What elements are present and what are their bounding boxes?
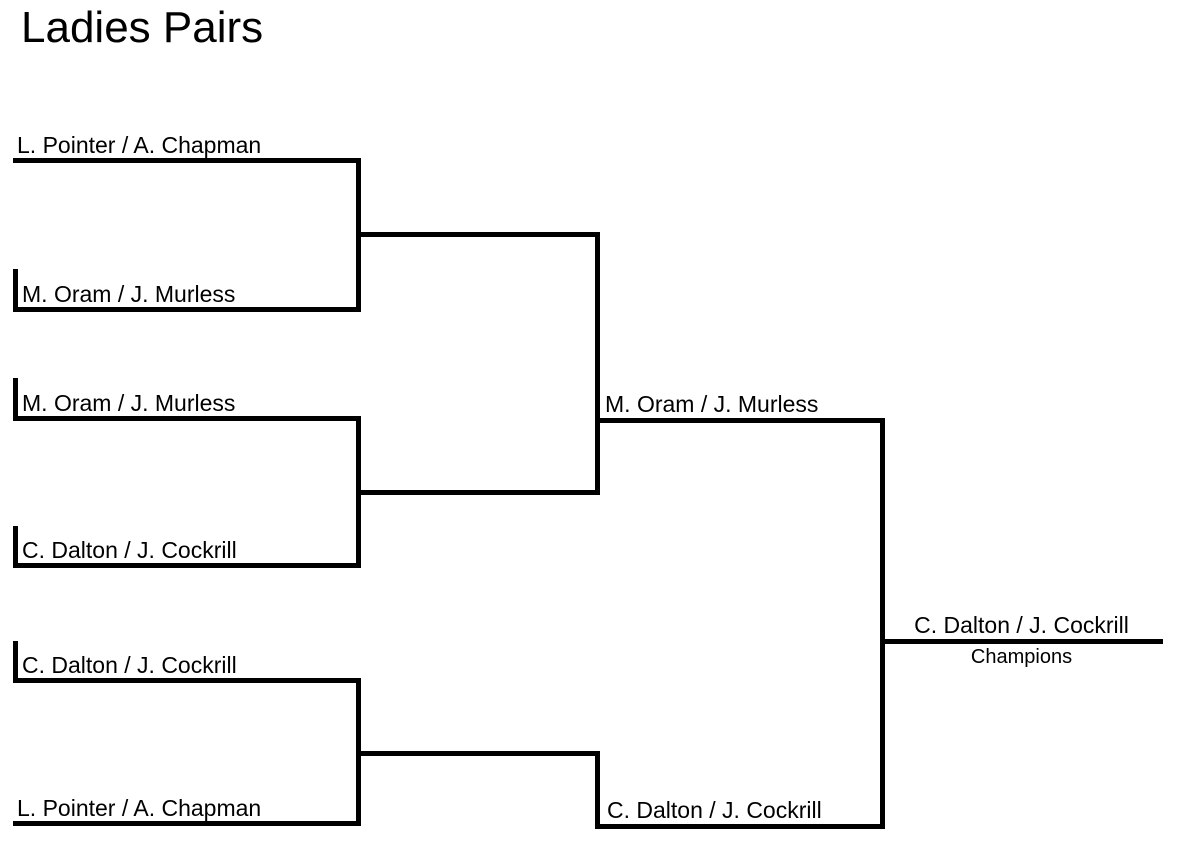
match2-team2-line (13, 563, 361, 568)
semifinal-bottom-winner-line (595, 824, 885, 829)
match2-team2-name: C. Dalton / J. Cockrill (22, 537, 237, 563)
match3-winner-connector (356, 751, 600, 756)
page-title: Ladies Pairs (21, 3, 264, 52)
match1-team2-name: M. Oram / J. Murless (22, 281, 236, 307)
match3-team1-line (13, 678, 361, 683)
match3-team1-name: C. Dalton / J. Cockrill (22, 652, 237, 678)
final-vertical-connector (880, 418, 885, 829)
champion-line (880, 639, 1163, 644)
match2-team1-line (13, 416, 361, 421)
semifinal-bottom-winner-name: C. Dalton / J. Cockrill (607, 797, 822, 823)
semifinal-bottom-vertical-connector (595, 751, 600, 829)
match3-team2-name: L. Pointer / A. Chapman (17, 795, 262, 821)
match3-team1-tick (13, 641, 18, 683)
match1-winner-connector (356, 232, 600, 237)
match1-team1-name: L. Pointer / A. Chapman (17, 132, 262, 158)
match2-team1-name: M. Oram / J. Murless (22, 390, 236, 416)
semifinal-top-winner-line (595, 418, 885, 423)
champion-name: C. Dalton / J. Cockrill (914, 612, 1129, 638)
match3-team2-line (13, 821, 361, 826)
semifinal-top-winner-name: M. Oram / J. Murless (605, 391, 819, 417)
semifinal-top-vertical-connector (595, 232, 600, 495)
match1-team1-line (13, 158, 361, 163)
match1-team2-tick (13, 269, 18, 312)
match2-team2-tick (13, 526, 18, 568)
match1-team2-line (13, 307, 361, 312)
match2-winner-connector (356, 490, 600, 495)
match2-team1-tick (13, 378, 18, 421)
champions-caption: Champions (970, 646, 1073, 668)
